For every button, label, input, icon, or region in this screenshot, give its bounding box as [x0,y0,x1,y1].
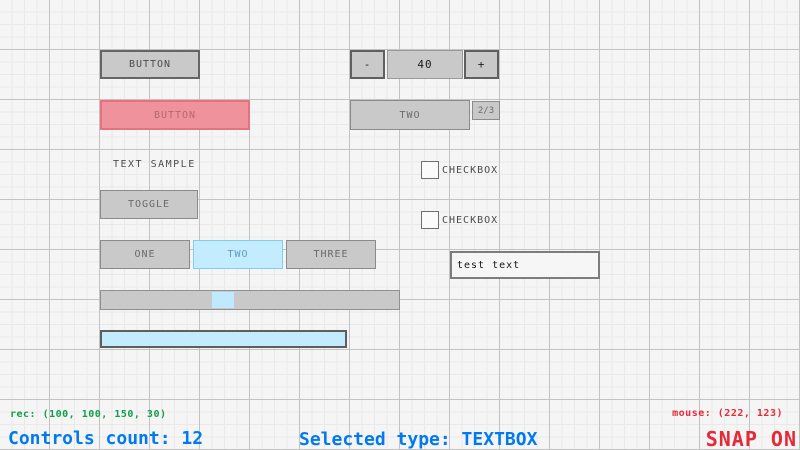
checkbox-1-label: CHECKBOX [442,164,499,176]
button-normal[interactable]: BUTTON [100,50,200,79]
toggle-group-item-two-active[interactable]: TWO [193,240,283,269]
snap-mode-status: SNAP ON [705,427,797,450]
slider-handle[interactable] [212,292,234,308]
selection-rect-status: rec: (100, 100, 150, 30) [10,409,167,420]
dropdown-selected[interactable]: TWO [350,100,470,130]
slider-track[interactable] [100,290,400,310]
value-bar[interactable] [100,330,347,348]
toggle-group-item-one[interactable]: ONE [100,240,190,269]
toggle-button[interactable]: TOGGLE [100,190,198,219]
selected-type-status: Selected type: TEXTBOX [299,429,538,450]
spinner-value[interactable]: 40 [387,50,463,79]
controls-count-status: Controls count: 12 [8,428,204,449]
spinner-increment-button[interactable]: + [464,50,499,79]
toggle-group-item-three[interactable]: THREE [286,240,376,269]
textbox-input[interactable] [450,251,600,279]
spinner-decrement-button[interactable]: - [350,50,385,79]
checkbox-1[interactable] [421,161,439,179]
text-sample-label: TEXT SAMPLE [113,159,196,170]
checkbox-row-2: CHECKBOX [421,211,498,229]
dropdown-index-badge: 2/3 [472,101,500,120]
checkbox-row-1: CHECKBOX [421,161,498,179]
checkbox-2[interactable] [421,211,439,229]
mouse-position-status: mouse: (222, 123) [672,408,783,419]
checkbox-2-label: CHECKBOX [442,214,499,226]
button-selected[interactable]: BUTTON [100,100,250,130]
